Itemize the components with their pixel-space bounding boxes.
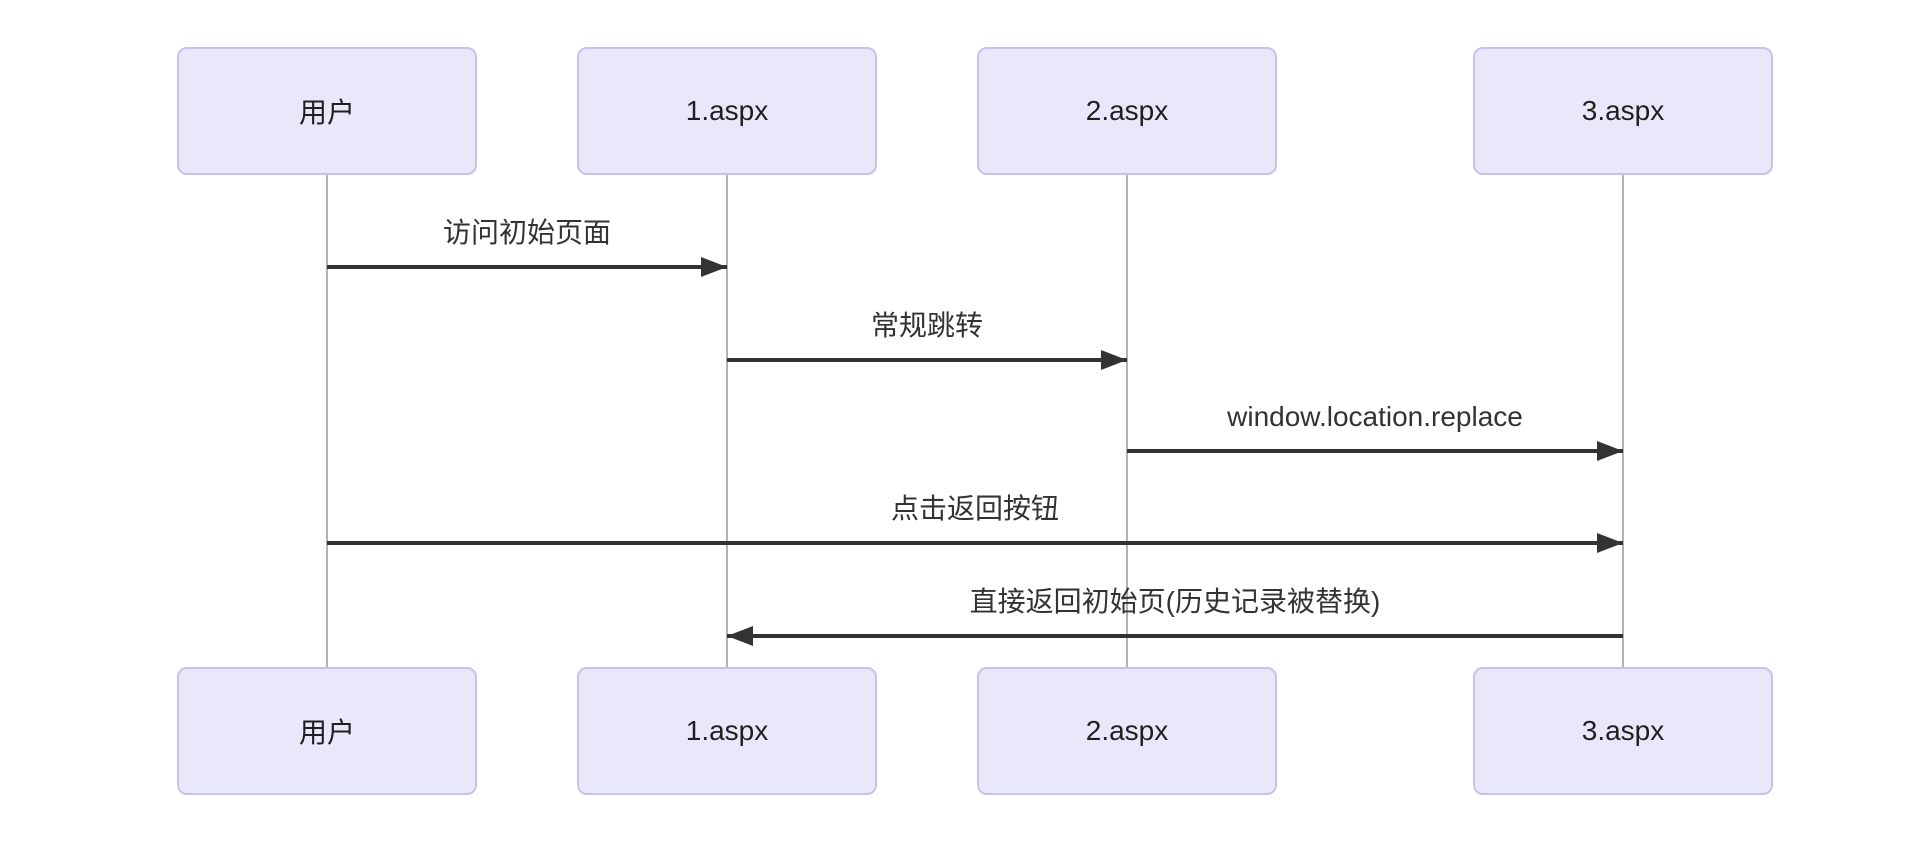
arrowhead-right-icon bbox=[1597, 533, 1623, 553]
participant-label: 1.aspx bbox=[685, 95, 769, 126]
participant-box-3aspx-bottom: 3.aspx bbox=[1473, 667, 1773, 795]
message-label: window.location.replace bbox=[1227, 401, 1523, 432]
lifeline-1aspx bbox=[726, 175, 728, 667]
arrowhead-right-icon bbox=[1597, 441, 1623, 461]
participant-box-3aspx-top: 3.aspx bbox=[1473, 47, 1773, 175]
participant-label: 2.aspx bbox=[1085, 95, 1169, 126]
participant-box-1aspx-top: 1.aspx bbox=[577, 47, 877, 175]
participant-box-2aspx-top: 2.aspx bbox=[977, 47, 1277, 175]
message-line bbox=[327, 541, 1623, 545]
lifeline-2aspx bbox=[1126, 175, 1128, 667]
participant-box-user-top: 用户 bbox=[177, 47, 477, 175]
message-label: 直接返回初始页(历史记录被替换) bbox=[969, 586, 1381, 617]
participant-label: 用户 bbox=[298, 717, 355, 748]
message-label: 访问初始页面 bbox=[442, 217, 612, 248]
participant-box-1aspx-bottom: 1.aspx bbox=[577, 667, 877, 795]
arrowhead-right-icon bbox=[701, 257, 727, 277]
message-line bbox=[727, 358, 1127, 362]
arrowhead-left-icon bbox=[727, 626, 753, 646]
message-label: 点击返回按钮 bbox=[890, 493, 1060, 524]
participant-box-user-bottom: 用户 bbox=[177, 667, 477, 795]
participant-label: 用户 bbox=[298, 97, 355, 128]
lifeline-3aspx bbox=[1622, 175, 1624, 667]
arrowhead-right-icon bbox=[1101, 350, 1127, 370]
message-line bbox=[727, 634, 1623, 638]
participant-label: 3.aspx bbox=[1581, 715, 1665, 746]
participant-label: 3.aspx bbox=[1581, 95, 1665, 126]
message-line bbox=[327, 265, 727, 269]
message-label: 常规跳转 bbox=[870, 310, 984, 341]
lifeline-user bbox=[326, 175, 328, 667]
participant-box-2aspx-bottom: 2.aspx bbox=[977, 667, 1277, 795]
message-line bbox=[1127, 449, 1623, 453]
participant-label: 2.aspx bbox=[1085, 715, 1169, 746]
participant-label: 1.aspx bbox=[685, 715, 769, 746]
